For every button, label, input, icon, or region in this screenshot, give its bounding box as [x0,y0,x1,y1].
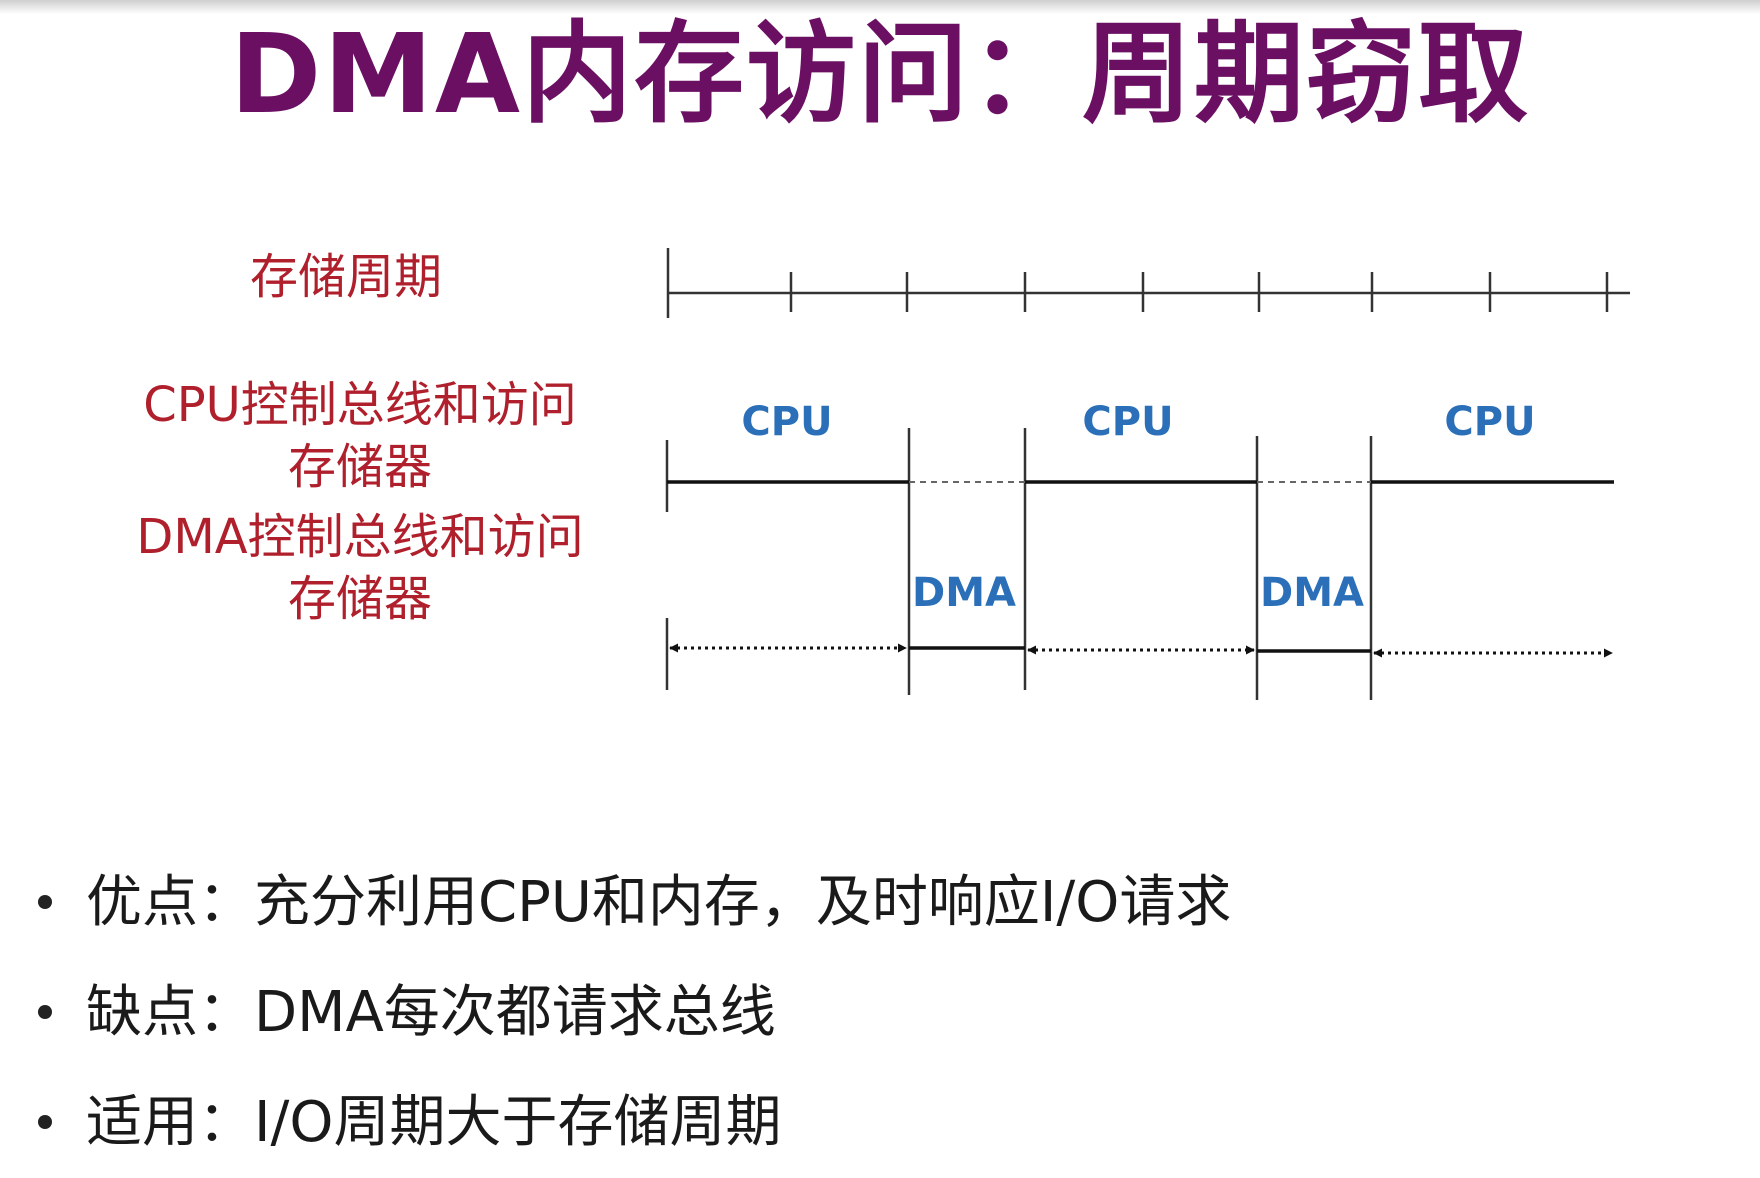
cpu-row-label-line1: CPU控制总线和访问 [143,377,577,433]
cpu-segment-label: CPU [1444,399,1535,445]
top-shade [0,0,1760,14]
cpu-segment-label: CPU [1082,399,1173,445]
bullet-text: 缺点：DMA每次都请求总线 [86,980,776,1045]
bullet-text: 优点：充分利用CPU和内存，及时响应I/O请求 [86,870,1232,935]
bullet-item-applicability: 适用：I/O周期大于存储周期 [30,1068,1231,1178]
memory-cycle-label-text: 存储周期 [250,249,443,305]
dma-segment-label: DMA [1260,570,1364,616]
bullet-item-disadvantage: 缺点：DMA每次都请求总线 [30,958,1231,1068]
cpu-row-label-line2: 存储器 [287,439,432,495]
bullet-dot-icon [38,1115,52,1129]
bullet-dot-icon [38,1005,52,1019]
slide-title: DMA内存访问：周期窃取 [230,10,1530,138]
dma-row-label-line1: DMA控制总线和访问 [136,509,584,565]
cpu-bus-row: CPU CPU CPU [667,399,1614,484]
timing-diagram: CPU CPU CPU DMA DMA [665,248,1630,700]
bullet-list: 优点：充分利用CPU和内存，及时响应I/O请求 缺点：DMA每次都请求总线 适用… [30,848,1231,1178]
memory-cycle-label: 存储周期 [250,246,442,308]
bullet-dot-icon [38,895,52,909]
dma-row-label-line2: 存储器 [287,571,432,627]
bullet-text: 适用：I/O周期大于存储周期 [86,1090,782,1155]
boundary-lines [665,428,1373,700]
memory-cycle-timeline [666,248,1630,318]
dma-row-label: DMA控制总线和访问 存储器 [110,506,610,630]
dma-segment-label: DMA [912,570,1016,616]
cpu-segment-label: CPU [741,399,832,445]
bullet-item-advantage: 优点：充分利用CPU和内存，及时响应I/O请求 [30,848,1231,958]
dma-bus-row: DMA DMA [669,570,1613,658]
cpu-row-label: CPU控制总线和访问 存储器 [110,374,610,498]
